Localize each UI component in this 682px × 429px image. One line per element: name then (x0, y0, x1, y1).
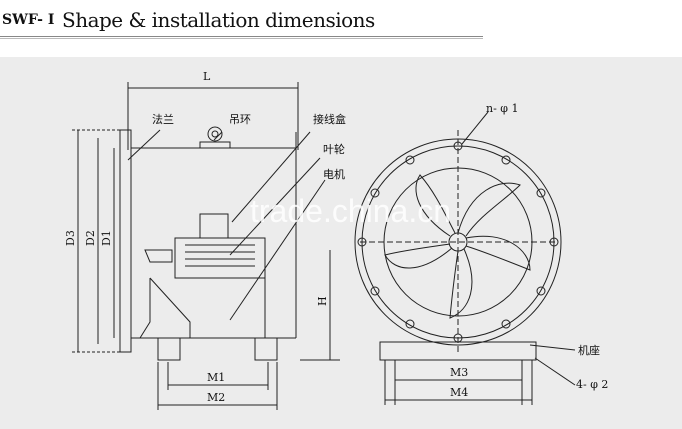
blade-4 (384, 243, 453, 269)
lifting-ring-base (199, 141, 231, 149)
label-M2: M2 (207, 391, 225, 404)
header: SWF- Ⅰ Shape & installation dimensions (0, 0, 682, 40)
model-code: SWF- Ⅰ (2, 12, 55, 28)
leader-impeller (229, 157, 321, 256)
blade-5 (415, 174, 456, 237)
lifting-ring-hole (211, 130, 219, 138)
leader-base (529, 344, 576, 351)
foot-right (254, 337, 278, 361)
label-M4: M4 (450, 386, 468, 399)
label-L: L (203, 70, 211, 83)
support-frame (139, 277, 266, 339)
blade-1 (457, 182, 521, 237)
leader-junction-box (231, 131, 311, 223)
label-D2: D2 (84, 230, 97, 246)
label-junction-box: 接线盒 (313, 112, 346, 126)
leader-lifting-ring (213, 131, 223, 141)
leader-4-phi2 (534, 357, 576, 386)
label-impeller: 叶轮 (323, 142, 345, 156)
header-rule (0, 36, 483, 37)
blade-2 (465, 235, 531, 271)
blade-3 (449, 248, 473, 319)
page-title: Shape & installation dimensions (62, 8, 375, 32)
motor-body (174, 237, 266, 279)
label-H: H (316, 296, 329, 306)
label-M3: M3 (450, 366, 468, 379)
leader-n-phi1 (461, 111, 489, 145)
lifting-ring (207, 126, 223, 142)
label-lifting-ring: 吊环 (229, 113, 251, 126)
label-n-phi1: n- φ 1 (486, 102, 519, 115)
label-M1: M1 (207, 371, 225, 384)
header-rule-secondary (0, 38, 483, 39)
front-base (379, 341, 537, 361)
label-motor: 电机 (323, 167, 345, 181)
label-flange: 法兰 (152, 112, 174, 126)
junction-box-shape (199, 213, 229, 239)
label-D3: D3 (64, 230, 77, 246)
label-base: 机座 (578, 343, 600, 357)
label-4-phi2: 4- φ 2 (576, 378, 608, 391)
leader-flange (127, 129, 161, 161)
leader-motor (229, 179, 326, 321)
label-D1: D1 (100, 230, 113, 246)
watermark: trade.china.cn (250, 193, 451, 229)
foot-left (157, 337, 181, 361)
cable-gland (144, 249, 173, 263)
flange-left (119, 129, 132, 353)
